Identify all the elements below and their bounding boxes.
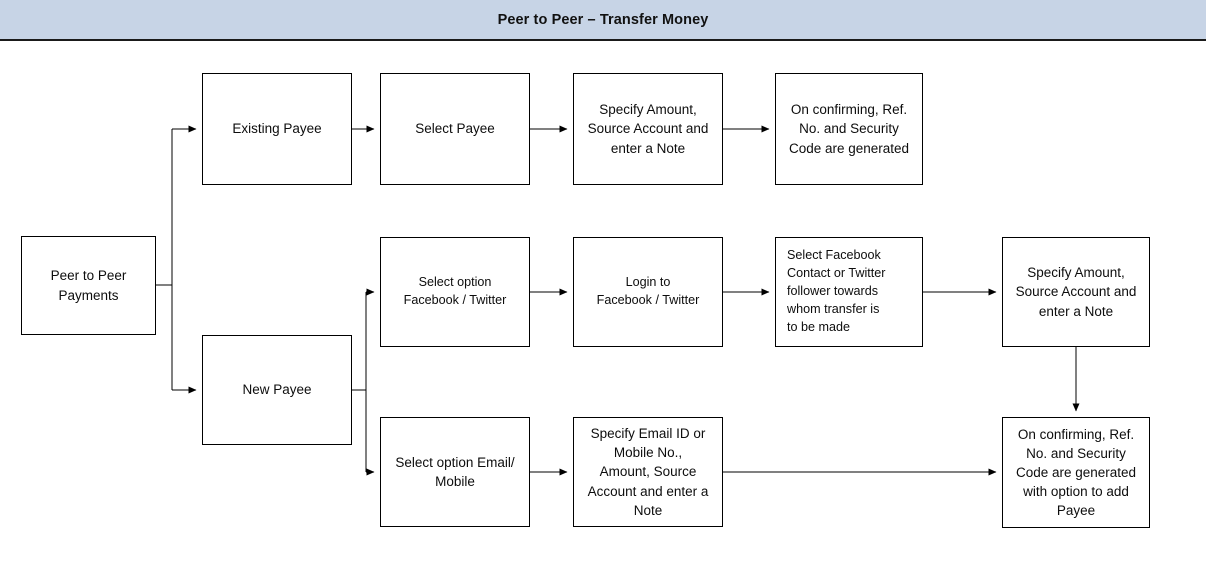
node-label: Specify Amount, Source Account and enter… [1015, 265, 1137, 319]
node-select-contact-follower[interactable]: Select Facebook Contact or Twitter follo… [775, 237, 923, 347]
flowchart-canvas: Peer to Peer Payments Existing Payee Sel… [0, 43, 1206, 570]
node-label: Specify Amount, Source Account and enter… [587, 102, 709, 156]
header-bar: Peer to Peer – Transfer Money [0, 0, 1206, 41]
node-specify-email-mobile-amount[interactable]: Specify Email ID or Mobile No., Amount, … [573, 417, 723, 527]
node-login-facebook-twitter[interactable]: Login to Facebook / Twitter [573, 237, 723, 347]
node-label: Login to Facebook / Twitter [596, 275, 700, 307]
node-existing-payee[interactable]: Existing Payee [202, 73, 352, 185]
node-label: Existing Payee [232, 121, 322, 137]
node-label: Select option Email/ Mobile [395, 454, 515, 489]
node-select-option-facebook-twitter[interactable]: Select option Facebook / Twitter [380, 237, 530, 347]
node-label: Peer to Peer Payments [50, 268, 127, 303]
node-select-option-email-mobile[interactable]: Select option Email/ Mobile [380, 417, 530, 527]
node-peer-to-peer-payments[interactable]: Peer to Peer Payments [21, 236, 156, 335]
node-label: Specify Email ID or Mobile No., Amount, … [587, 426, 709, 518]
node-specify-amount-mid[interactable]: Specify Amount, Source Account and enter… [1002, 237, 1150, 347]
page-title: Peer to Peer – Transfer Money [497, 12, 709, 28]
node-label: On confirming, Ref. No. and Security Cod… [788, 102, 910, 156]
node-label: On confirming, Ref. No. and Security Cod… [1015, 426, 1137, 519]
node-specify-amount-top[interactable]: Specify Amount, Source Account and enter… [573, 73, 723, 185]
node-select-payee[interactable]: Select Payee [380, 73, 530, 185]
node-label: Select option Facebook / Twitter [403, 275, 507, 307]
node-label: New Payee [242, 382, 312, 398]
node-label: Select Facebook Contact or Twitter follo… [787, 248, 886, 334]
node-confirm-ref-security-add-payee[interactable]: On confirming, Ref. No. and Security Cod… [1002, 417, 1150, 528]
node-label: Select Payee [415, 121, 495, 137]
node-confirm-ref-security-top[interactable]: On confirming, Ref. No. and Security Cod… [775, 73, 923, 185]
node-new-payee[interactable]: New Payee [202, 335, 352, 445]
